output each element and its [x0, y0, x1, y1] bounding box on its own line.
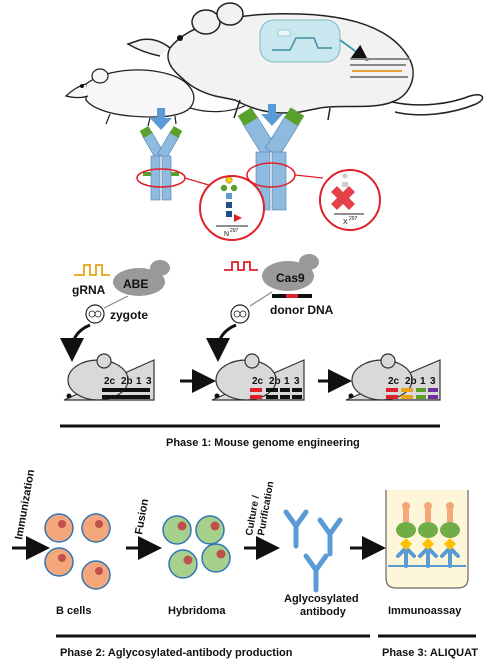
- injection-needle-left: [103, 295, 129, 309]
- curved-arrow-left: [60, 323, 91, 362]
- cas9-protein: [262, 261, 314, 291]
- antibody-glycosylated: [136, 126, 186, 201]
- antibody-y-icons: [283, 509, 343, 593]
- mutant-residue-number: 297: [349, 216, 358, 222]
- antibody-label-line2: antibody: [300, 606, 347, 618]
- step-fusion-label: Fusion: [133, 498, 151, 536]
- mouse-locus-1: 2c 2b 1 3: [63, 353, 155, 401]
- mutant-residue-label: X: [343, 219, 348, 226]
- locus-2c-label: 2c: [104, 376, 116, 387]
- down-arrow-left: [150, 108, 172, 130]
- b-cells-label: B cells: [56, 605, 91, 617]
- glycan-residue-number: 297: [230, 228, 239, 234]
- phase2-label: Phase 2: Aglycosylated-antibody producti…: [60, 647, 293, 659]
- small-mouse-illustration: [64, 68, 246, 127]
- phase3-label: Phase 3: ALIQUAT: [382, 647, 478, 659]
- hybridoma-label: Hybridoma: [168, 605, 226, 617]
- zygote-label: zygote: [110, 308, 148, 322]
- grna-squiggle: [74, 264, 110, 276]
- glycan-residue-label: N: [224, 231, 229, 238]
- glycan-callout: N 297: [199, 175, 265, 241]
- mutant-callout: X 297: [319, 169, 381, 231]
- donor-dna-bar: [272, 294, 312, 298]
- immunoassay-label: Immunoassay: [388, 605, 462, 617]
- b-cells-cluster: [44, 513, 111, 590]
- hybridoma-cluster: [162, 515, 231, 579]
- locus-1-label: 1: [284, 376, 290, 387]
- locus-3-label: 3: [430, 376, 436, 387]
- donor-dna-label: donor DNA: [270, 303, 334, 317]
- zygote-right: [230, 304, 250, 324]
- abe-label: ABE: [123, 277, 148, 291]
- locus-2b-label: 2b: [269, 376, 281, 387]
- callout-line-mutant: [294, 174, 324, 179]
- locus-3-label: 3: [294, 376, 300, 387]
- locus-1-label: 1: [420, 376, 426, 387]
- dna-sequence-snippet: [350, 58, 410, 78]
- grna-label: gRNA: [72, 283, 106, 297]
- locus-3-label: 3: [146, 376, 152, 387]
- mouse-locus-2: 2c 2b 1 3: [211, 353, 305, 401]
- cas9-label: Cas9: [276, 271, 305, 285]
- injection-needle-right: [249, 291, 273, 307]
- step-immunization-label: Immunization: [13, 468, 37, 540]
- locus-2c-label: 2c: [252, 376, 264, 387]
- curved-arrow-right: [206, 323, 237, 362]
- phase1-label: Phase 1: Mouse genome engineering: [166, 437, 360, 449]
- zygote-left: [85, 304, 105, 324]
- mouse-locus-3: 2c 2b 1 3: [345, 353, 441, 401]
- locus-2b-label: 2b: [121, 376, 133, 387]
- antibody-label-line1: Aglycosylated: [284, 593, 359, 605]
- large-mouse-illustration: [126, 2, 484, 125]
- locus-2c-label: 2c: [388, 376, 400, 387]
- locus-1-label: 1: [136, 376, 142, 387]
- callout-line-glycan: [184, 177, 213, 187]
- locus-2b-label: 2b: [405, 376, 417, 387]
- abe-protein: [113, 268, 165, 296]
- immunoassay-well: [385, 490, 469, 589]
- cas9-squiggle: [224, 261, 258, 271]
- down-arrow-right: [261, 104, 283, 126]
